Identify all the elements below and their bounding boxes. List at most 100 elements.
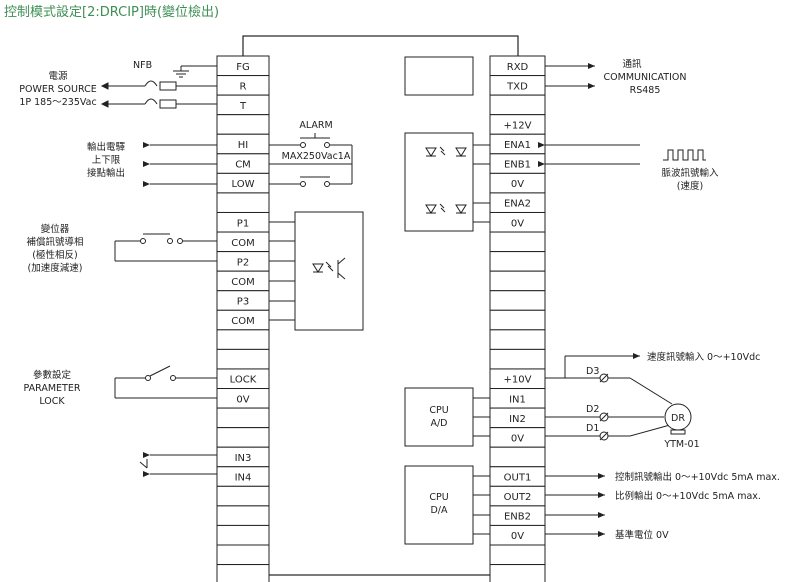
out2-label: 比例輸出 0～+10Vdc 5mA max. (615, 490, 761, 502)
pot-d1-label: D1 (586, 423, 599, 434)
alarm-rating: MAX250Vac1A (282, 151, 351, 162)
encoder-comp-label-1: 變位器 (41, 223, 70, 235)
alarm-output-label-2: 上下限 (92, 155, 121, 166)
pot-d3-label: D3 (586, 366, 599, 377)
pulse-input-label-1: 脈波訊號輸入 (661, 167, 719, 179)
ytm-label: YTM-01 (663, 439, 699, 450)
right-terminal-label: +10V (504, 375, 532, 386)
left-terminal-label: P1 (237, 218, 249, 229)
cpu-da-label-1: CPU (429, 492, 448, 503)
power-source-label-2: POWER SOURCE (19, 84, 96, 95)
controller-outline (242, 35, 519, 576)
left-terminal-label: COM (231, 238, 254, 249)
right-cell (489, 564, 546, 582)
alarm-output-label-1: 輸出電驛 (87, 141, 126, 153)
left-terminal-label: COM (231, 277, 254, 288)
left-cell (216, 505, 270, 526)
left-terminal-label: FG (236, 62, 250, 73)
pot-d2-label: D2 (586, 404, 599, 415)
right-cell (489, 309, 546, 331)
right-terminal-label: 0V (511, 179, 524, 190)
right-cell (489, 231, 546, 253)
left-terminal-label: IN3 (235, 453, 252, 464)
right-cell (489, 544, 546, 566)
left-terminal-label: P2 (237, 257, 249, 268)
left-terminal-label: HI (238, 140, 248, 151)
encoder-comp-label-3: (極性相反) (32, 249, 77, 261)
right-cell (489, 329, 546, 350)
encoder-comp-label-2: 補償訊號導相 (26, 236, 83, 248)
pulse-input-label-2: (速度) (677, 180, 703, 192)
right-terminal-label: 0V (511, 218, 524, 229)
encoder-comp-label-4: (加速度減速) (28, 262, 83, 274)
in3-in4-wiring (139, 452, 217, 477)
right-cell (489, 94, 546, 116)
cpu-ad-label-2: A/D (430, 418, 447, 429)
left-terminal-label: R (240, 81, 247, 92)
right-terminal-label: +12V (504, 120, 532, 131)
left-terminal-label: 0V (236, 394, 249, 405)
right-terminal-label: RXD (507, 62, 529, 73)
left-cell (216, 544, 270, 566)
left-terminal-label: T (239, 101, 247, 112)
left-terminal-label: LOW (232, 179, 255, 190)
left-cell (216, 524, 270, 546)
comm-label-2: COMMUNICATION (604, 72, 687, 83)
analog-output-wiring (404, 465, 605, 545)
param-lock-label-3: LOCK (39, 396, 65, 407)
out1-label: 控制訊號輸出 0～+10Vdc 5mA max. (615, 471, 780, 483)
comm-label-3: RS485 (630, 85, 661, 96)
left-terminal-label: P3 (237, 297, 249, 308)
alarm-output-label-3: 接點輸出 (87, 167, 125, 179)
right-terminal-label: OUT1 (504, 473, 532, 484)
right-terminal-label: ENA1 (504, 140, 531, 151)
comm-label-1: 通訊 (622, 58, 642, 70)
alarm-label: ALARM (299, 120, 332, 131)
left-cell (216, 348, 270, 370)
param-lock-label-1: 參數設定 (33, 369, 72, 381)
speed-input-label: 速度訊號輸入 0～+10Vdc (647, 351, 760, 363)
communication-wiring (404, 56, 595, 96)
right-terminal-label: ENA2 (504, 199, 531, 210)
dr-label: DR (671, 413, 685, 424)
left-cell (216, 114, 270, 135)
left-cell (216, 192, 270, 213)
right-terminal-label: OUT2 (504, 492, 532, 503)
left-cell (216, 485, 270, 507)
power-supply-wiring: NFB (100, 60, 217, 109)
cpu-da-label-2: D/A (430, 505, 448, 516)
nfb-label: NFB (133, 60, 152, 71)
right-terminal-label: 0V (511, 531, 524, 542)
left-cell (216, 564, 270, 582)
right-terminal-label: IN2 (509, 414, 526, 425)
ref-label: 基準電位 0V (615, 529, 669, 541)
left-terminal-label: CM (235, 160, 251, 171)
right-terminal-label: ENB2 (504, 512, 531, 523)
analog-input-wiring (404, 353, 692, 447)
right-cell (489, 290, 546, 311)
right-terminal-label: TXD (506, 81, 528, 92)
pulse-input-wiring (404, 132, 706, 232)
right-cell (489, 348, 546, 370)
left-cell (216, 407, 270, 429)
page-title: 控制模式設定[2:DRCIP]時(變位檢出) (4, 4, 219, 20)
left-cell (216, 427, 270, 448)
right-terminal-label: ENB1 (504, 160, 531, 171)
power-source-label-3: 1P 185～235Vac (19, 97, 96, 108)
right-terminal-label: IN1 (509, 394, 526, 405)
left-cell (216, 329, 270, 350)
right-cell (489, 270, 546, 292)
right-terminal-label: 0V (511, 433, 524, 444)
encoder-input-wiring (114, 211, 364, 331)
left-terminal-label: COM (231, 316, 254, 327)
right-cell (489, 446, 546, 468)
cpu-ad-label-1: CPU (429, 405, 448, 416)
alarm-relay-wiring (143, 133, 353, 187)
left-terminal-label: IN4 (235, 473, 252, 484)
param-lock-label-2: PARAMETER (24, 383, 81, 394)
power-source-label-1: 電源 (48, 71, 68, 82)
left-terminal-label: LOCK (230, 375, 257, 386)
